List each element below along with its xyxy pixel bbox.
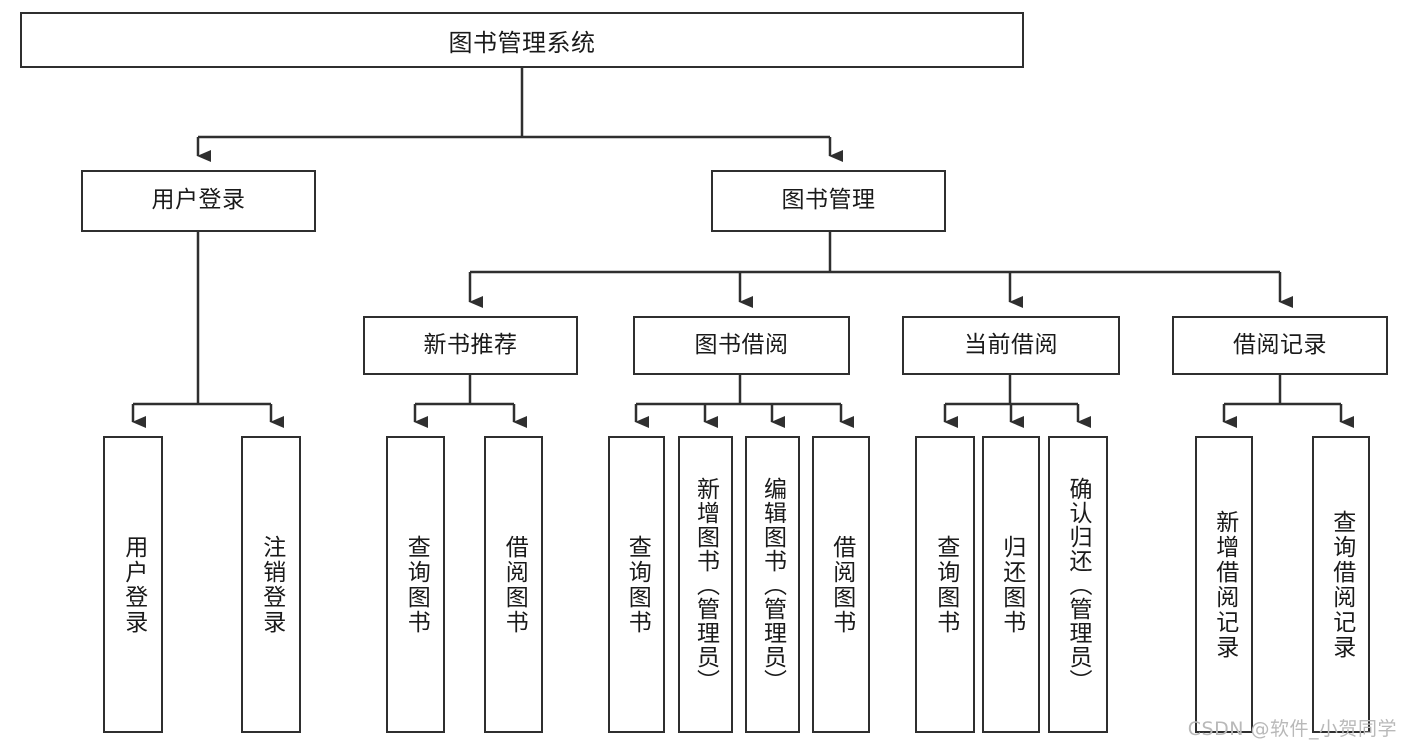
leaf-node-label: 查询借阅记录 [1328, 509, 1355, 660]
node-current-borrow-label: 当前借阅 [964, 331, 1058, 358]
leaf-node-label: 归还图书 [998, 534, 1025, 635]
node-user-login[interactable]: 用户登录 [81, 170, 316, 232]
leaf-node-label: 编辑图书（管理员） [759, 476, 786, 693]
leaf-node-leaf-add-record[interactable]: 新增借阅记录 [1195, 436, 1253, 733]
node-root-label: 图书管理系统 [448, 28, 596, 57]
leaf-node-leaf-confirm-return[interactable]: 确认归还（管理员） [1048, 436, 1108, 733]
leaf-node-leaf-borrow-book-rec[interactable]: 借阅图书 [484, 436, 543, 733]
leaf-node-label: 查询图书 [932, 534, 959, 635]
node-book-manage-label: 图书管理 [781, 187, 876, 214]
node-user-login-label: 用户登录 [151, 187, 246, 214]
node-current-borrow[interactable]: 当前借阅 [902, 316, 1120, 375]
leaf-node-label: 新增借阅记录 [1211, 509, 1238, 660]
leaf-node-leaf-edit-book[interactable]: 编辑图书（管理员） [745, 436, 800, 733]
node-book-manage[interactable]: 图书管理 [711, 170, 946, 232]
leaf-node-leaf-user-login[interactable]: 用户登录 [103, 436, 163, 733]
leaf-node-label: 查询图书 [624, 534, 651, 635]
node-book-borrow[interactable]: 图书借阅 [633, 316, 850, 375]
leaf-node-leaf-return-book[interactable]: 归还图书 [982, 436, 1040, 733]
node-borrow-record-label: 借阅记录 [1233, 331, 1327, 358]
csdn-watermark: CSDN @软件_小贺同学 [1187, 718, 1397, 740]
leaf-node-leaf-borrow-book-brw[interactable]: 借阅图书 [812, 436, 870, 733]
node-root[interactable]: 图书管理系统 [20, 12, 1024, 68]
node-borrow-record[interactable]: 借阅记录 [1172, 316, 1388, 375]
leaf-node-label: 借阅图书 [828, 534, 855, 635]
leaf-node-label: 确认归还（管理员） [1065, 476, 1092, 693]
leaf-node-label: 新增图书（管理员） [692, 476, 719, 693]
leaf-node-leaf-query-book-rec[interactable]: 查询图书 [386, 436, 445, 733]
leaf-node-label: 用户登录 [120, 534, 147, 635]
leaf-node-label: 注销登录 [258, 534, 285, 635]
leaf-node-label: 查询图书 [403, 534, 430, 635]
node-new-book-rec-label: 新书推荐 [423, 331, 518, 358]
leaf-node-leaf-add-book[interactable]: 新增图书（管理员） [678, 436, 733, 733]
leaf-node-leaf-logout[interactable]: 注销登录 [241, 436, 301, 733]
leaf-node-leaf-query-book-brw[interactable]: 查询图书 [608, 436, 665, 733]
leaf-node-label: 借阅图书 [501, 534, 528, 635]
leaf-node-leaf-query-record[interactable]: 查询借阅记录 [1312, 436, 1370, 733]
node-book-borrow-label: 图书借阅 [694, 331, 789, 358]
leaf-node-leaf-query-book-cur[interactable]: 查询图书 [915, 436, 975, 733]
node-new-book-rec[interactable]: 新书推荐 [363, 316, 578, 375]
